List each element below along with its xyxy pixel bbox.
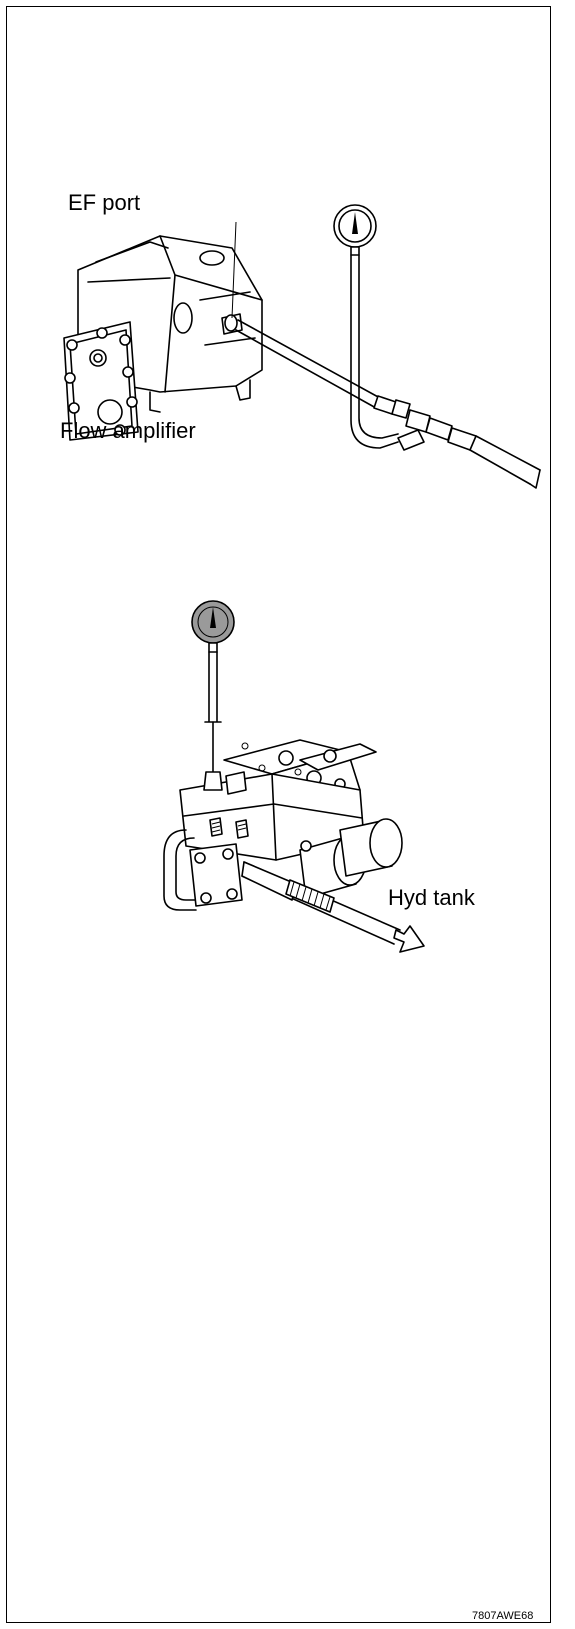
flow-arrow-icon xyxy=(393,925,425,953)
hyd-tank-label: Hyd tank xyxy=(388,885,475,910)
pressure-gauge-icon xyxy=(191,600,235,653)
ef-port-label: EF port xyxy=(68,190,141,215)
test-hose xyxy=(235,319,541,489)
control-valve-illustration xyxy=(163,739,403,945)
flow-amplifier-label: Flow amplifier xyxy=(60,418,196,443)
figure-code: 7807AWE68 xyxy=(472,1610,534,1622)
ef-port-leader-line xyxy=(231,221,237,319)
gauge-tube-upper-inner xyxy=(358,254,399,439)
gauge-stem-lower xyxy=(204,651,222,723)
gauge-tube-upper xyxy=(350,254,399,449)
pressure-gauge-icon xyxy=(333,204,377,256)
flow-amplifier-illustration xyxy=(63,235,263,441)
